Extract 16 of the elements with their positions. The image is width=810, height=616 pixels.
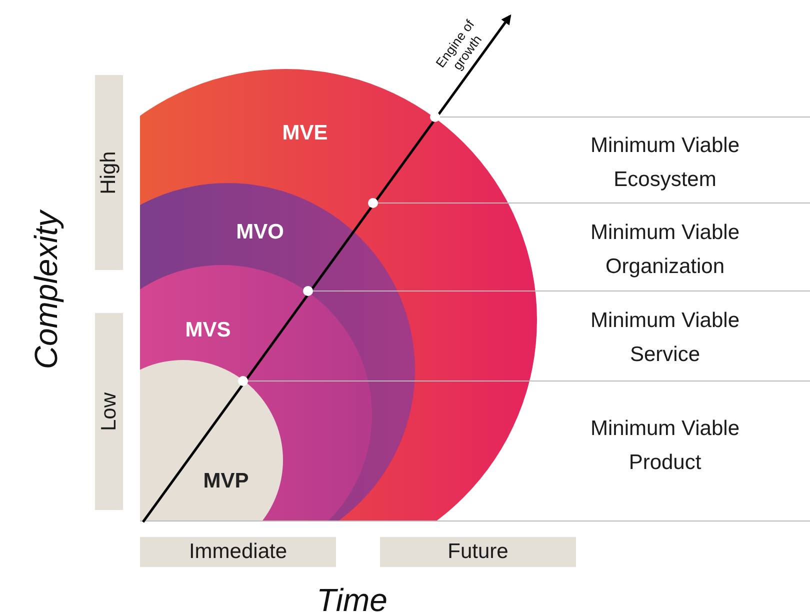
axis-category-label: High [96,150,122,194]
region-label: MVE [282,120,328,146]
level-description: Minimum Viable Service [590,308,740,368]
region-label: MVS [185,317,231,344]
quarter-circle-region [140,360,283,521]
axis-band [380,537,576,567]
level-description: Minimum Viable Ecosystem [590,133,740,193]
axis-category-label: Future [448,539,508,566]
level-description: Minimum Viable Product [590,416,740,476]
region-label: MVO [236,219,284,246]
region-label: MVP [203,468,249,494]
axis-category-label: Low [96,392,122,431]
axis-title: Time [316,581,388,616]
level-description: Minimum Viable Organization [590,220,740,280]
axis-category-label: Immediate [188,539,288,566]
axis-title: Complexity [27,210,65,370]
